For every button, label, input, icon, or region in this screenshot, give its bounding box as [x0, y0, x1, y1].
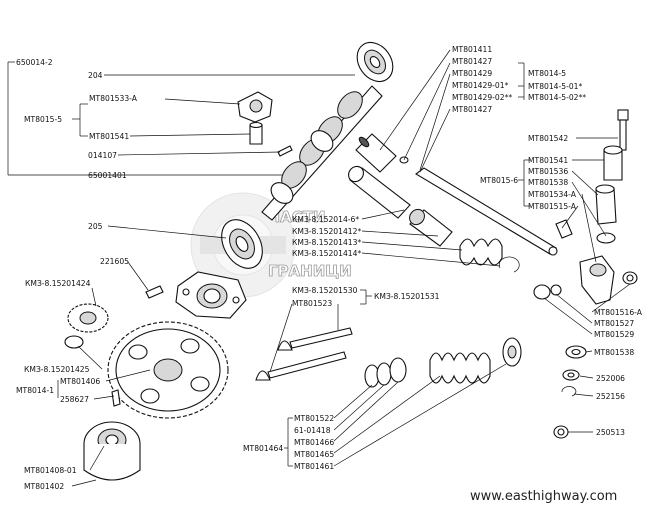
label-mt8014-5-02: MT8014-5-02** — [528, 93, 586, 102]
label-mt801538-bottom: MT801538 — [594, 348, 634, 357]
label-mt801542: MT801542 — [528, 134, 568, 143]
label-km3-15201413: КМЗ-8.15201413* — [292, 238, 361, 247]
label-mt8015-6: MT8015-6 — [480, 176, 518, 185]
label-258627: 258627 — [60, 395, 89, 404]
label-mt801523: MT801523 — [292, 299, 332, 308]
label-mt801465: MT801465 — [294, 450, 334, 459]
label-mt801429-01: MT801429-01* — [452, 81, 509, 90]
rocker-tube-drawing — [348, 165, 453, 247]
label-252156: 252156 — [596, 392, 625, 401]
label-mt801536: MT801536 — [528, 167, 568, 176]
tappet-drawing — [355, 133, 409, 173]
label-mt801529: MT801529 — [594, 330, 634, 339]
flange-housing-drawing — [175, 271, 247, 319]
rocker-arm-drawing — [555, 219, 615, 305]
parts-mt801527-drawing — [533, 284, 562, 300]
label-mt8014-5: MT8014-5 — [528, 69, 566, 78]
large-gear-drawing — [107, 321, 229, 419]
watermark-line1: ЧАСТИ — [268, 208, 326, 226]
label-mt801464: MT801464 — [243, 444, 283, 453]
bearing-205-drawing — [221, 219, 263, 269]
label-mt801541-right: MT801541 — [528, 156, 568, 165]
label-mt801427-bottom: MT801427 — [452, 105, 492, 114]
label-250513: 250513 — [596, 428, 625, 437]
label-km3-15201424: КМЗ-8.15201424 — [25, 279, 91, 288]
label-204: 204 — [88, 71, 103, 80]
label-221605: 221605 — [100, 257, 129, 266]
label-km3-15201531: КМЗ-8.15201531 — [374, 292, 440, 301]
nut-mt801516a-drawing — [622, 271, 638, 285]
label-mt8014-5-01: MT8014-5-01* — [528, 82, 582, 91]
hub-drawing — [83, 421, 141, 481]
label-61-01418: 61-01418 — [294, 426, 331, 435]
washers-drawing — [553, 345, 587, 439]
label-mt801522: MT801522 — [294, 414, 334, 423]
label-km3-152014-6: КМЗ-8.152014-6* — [292, 215, 359, 224]
spring-km15201414-drawing — [459, 238, 503, 266]
leader-lines — [7, 49, 631, 487]
pin-014107-drawing — [277, 145, 293, 157]
label-mt801538-top: MT801538 — [528, 178, 568, 187]
bush-mt801541-drawing — [603, 145, 623, 181]
label-mt801461: MT801461 — [294, 462, 334, 471]
label-014107: 014107 — [88, 151, 117, 160]
label-km3-15201412: КМЗ-8.15201412* — [292, 227, 361, 236]
screw-221605-drawing — [145, 285, 164, 299]
website-watermark: www.easthighway.com — [470, 489, 617, 504]
label-mt801533-a: MT801533-A — [89, 94, 138, 103]
label-650014-2: 650014-2 — [16, 58, 53, 67]
bracket-mt801533a-drawing — [237, 91, 273, 145]
bolt-mt801542-drawing — [617, 109, 629, 151]
label-km3-15201530: КМЗ-8.15201530 — [292, 286, 358, 295]
label-mt8015-5: MT8015-5 — [24, 115, 62, 124]
small-gear-drawing — [64, 303, 109, 349]
label-mt801541-left: MT801541 — [89, 132, 129, 141]
label-205: 205 — [88, 222, 103, 231]
camshaft-drawing — [261, 85, 383, 221]
label-252006: 252006 — [596, 374, 625, 383]
label-km3-15201414: КМЗ-8.15201414* — [292, 249, 361, 258]
label-km3-15201425: КМЗ-8.15201425 — [24, 365, 90, 374]
label-mt801406: MT801406 — [60, 377, 100, 386]
label-mt801516-a: MT801516-A — [594, 308, 643, 317]
circlip-drawing — [498, 256, 520, 273]
label-mt801527: MT801527 — [594, 319, 634, 328]
valves-drawing — [255, 327, 353, 381]
label-mt801429-02: MT801429-02** — [452, 93, 512, 102]
label-mt801466: MT801466 — [294, 438, 334, 447]
watermark-line2: ГРАНИЦИ — [268, 262, 352, 280]
label-mt801515-a: MT801515-A — [528, 202, 577, 211]
sleeve-mt801536-drawing — [595, 184, 617, 244]
label-65001401: 65001401 — [88, 171, 127, 180]
label-mt801429: MT801429 — [452, 69, 492, 78]
label-mt801402: MT801402 — [24, 482, 64, 491]
valve-springs-drawing — [364, 337, 522, 388]
label-mt8014-1: MT8014-1 — [16, 386, 54, 395]
pin-258627-drawing — [111, 389, 121, 407]
bearing-204-drawing — [356, 41, 394, 83]
label-mt801411: MT801411 — [452, 45, 492, 54]
label-mt801408-01: MT801408-01 — [24, 466, 77, 475]
part-labels: 650014-2 204 MT8015-5 MT801533-A MT80154… — [16, 45, 643, 491]
label-mt801427-top: MT801427 — [452, 57, 492, 66]
label-mt801534-a: MT801534-A — [528, 190, 577, 199]
